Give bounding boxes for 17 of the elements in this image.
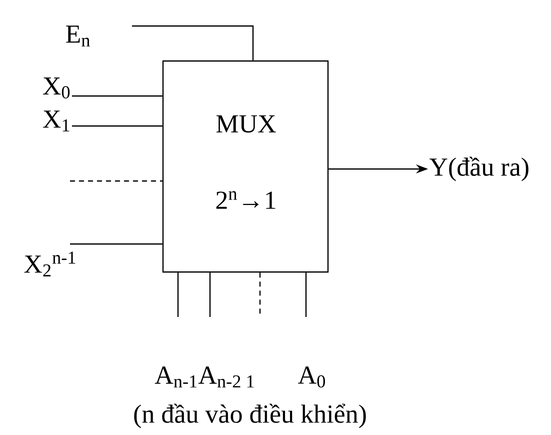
signal-label: Y(đầu ra) [430,156,528,182]
signal-line [72,125,162,127]
signal-label: X$_{1}$ [43,110,70,132]
signal-label: E$_{n}$ [66,26,90,46]
signal-label: (n đầu vào điều khiển) [134,404,366,428]
signal-line [177,272,179,317]
signal-label: X$_{2}$n-1 [24,252,76,276]
mux-box: MUX 2$^{n}$→1 [162,60,329,273]
signal-label: X$_{0}$ [43,78,70,98]
signal-line [70,243,162,245]
signal-line [209,272,211,317]
signal-line [132,25,254,60]
signal-line [305,272,307,317]
signal-line [72,95,162,97]
signal-label: A$_{0}$ [298,366,325,388]
signal-label: A$_{n-1}$A$_{n-2 1}$ [154,366,254,388]
signal-line [70,180,162,182]
